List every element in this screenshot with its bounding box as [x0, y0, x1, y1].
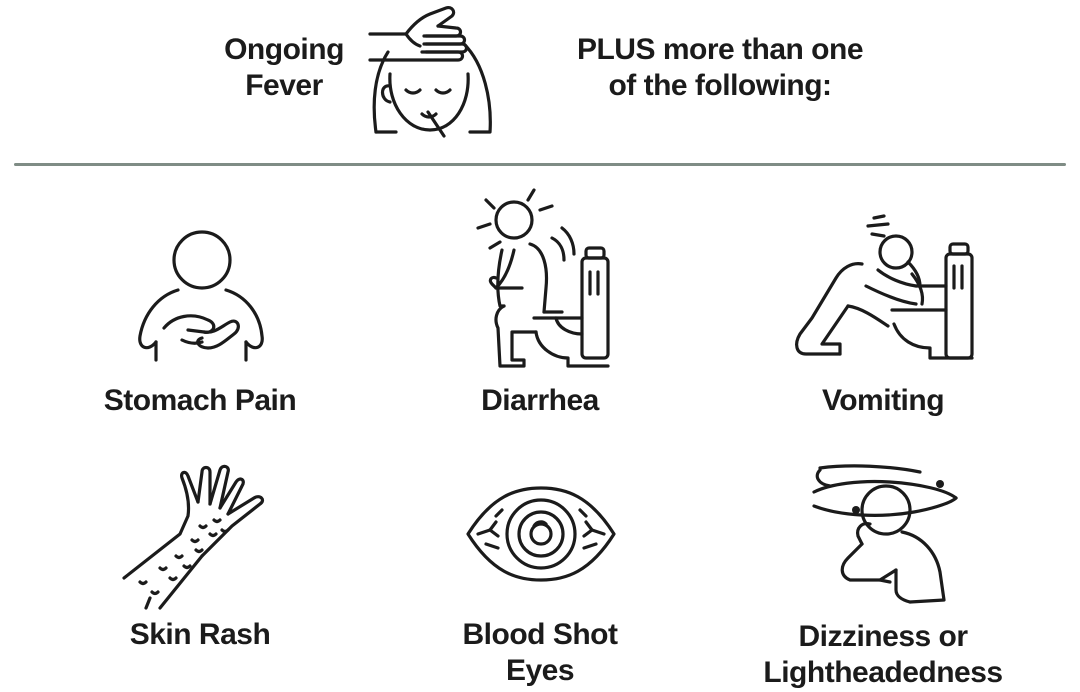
stomach-pain-icon [134, 230, 268, 364]
diarrhea-icon [474, 188, 614, 370]
symptom-label-skin-rash: Skin Rash [100, 617, 300, 653]
skin-rash-icon [120, 460, 280, 610]
bloodshot-eye-icon [464, 486, 618, 582]
symptom-label-line1: Dizziness or [798, 620, 968, 653]
fever-label-line2: Fever [245, 69, 323, 102]
symptom-label-line1: Blood Shot [462, 618, 618, 651]
symptom-label-line1: Vomiting [821, 384, 945, 417]
fever-icon [366, 4, 498, 138]
symptom-label-line1: Diarrhea [481, 384, 599, 417]
header-divider [14, 163, 1066, 166]
plus-label-line2: of the following: [608, 69, 832, 102]
dizziness-icon [810, 462, 960, 612]
fever-label-line1: Ongoing [224, 33, 344, 66]
plus-label: PLUS more than one of the following: [560, 32, 880, 104]
fever-label: Ongoing Fever [214, 32, 354, 104]
symptom-label-stomach-pain: Stomach Pain [80, 383, 320, 419]
symptom-label-blood-shot-eyes: Blood Shot Eyes [440, 617, 640, 689]
symptom-label-line2: Eyes [505, 654, 575, 687]
symptom-label-diarrhea: Diarrhea [440, 383, 640, 419]
plus-label-line1: PLUS more than one [576, 33, 864, 66]
symptom-label-line1: Stomach Pain [103, 384, 297, 417]
symptom-label-dizziness: Dizziness or Lightheadedness [758, 619, 1008, 691]
symptom-label-vomiting: Vomiting [780, 383, 986, 419]
symptom-label-line2: Lightheadedness [763, 656, 1003, 689]
vomiting-icon [792, 214, 976, 372]
symptom-label-line1: Skin Rash [129, 618, 271, 651]
